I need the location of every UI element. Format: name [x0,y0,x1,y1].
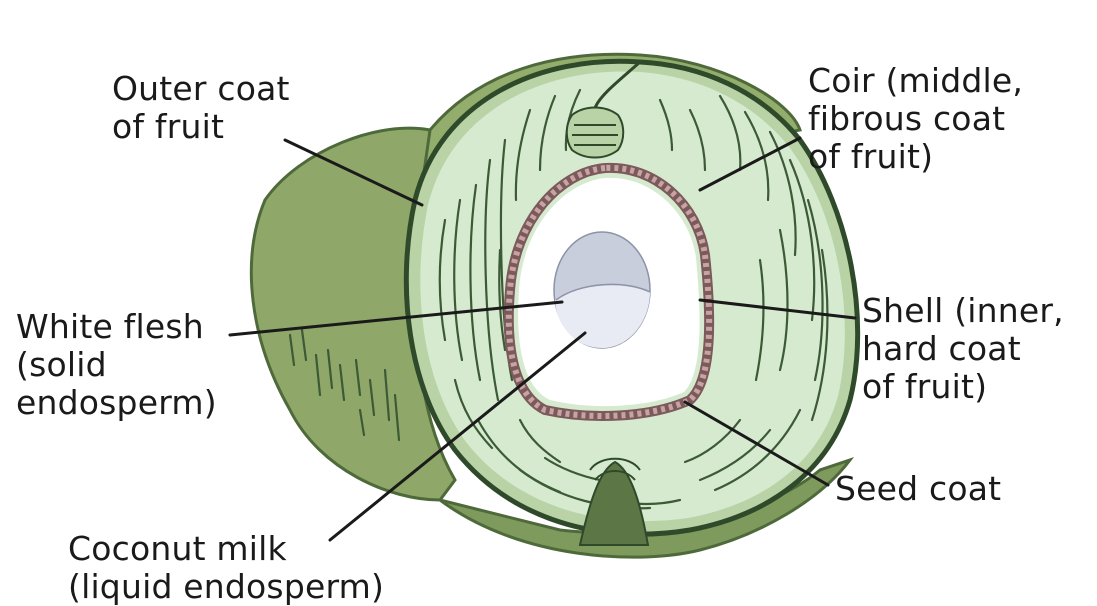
label-shell-line-1: Shell (inner, [862,292,1064,330]
label-white-flesh-line-1: White flesh [16,308,217,346]
label-outer-coat: Outer coat of fruit [112,70,290,146]
label-coir: Coir (middle, fibrous coat of fruit) [808,62,1023,176]
label-shell-line-2: hard coat [862,330,1064,368]
label-white-flesh: White flesh (solid endosperm) [16,308,217,422]
label-outer-coat-line-1: Outer coat [112,70,290,108]
label-coconut-milk-line-2: (liquid endosperm) [68,568,384,606]
label-seed-coat: Seed coat [835,470,1001,508]
label-seed-coat-line-1: Seed coat [835,470,1001,508]
label-shell-line-3: of fruit) [862,368,1064,406]
label-shell: Shell (inner, hard coat of fruit) [862,292,1064,406]
label-coir-line-3: of fruit) [808,138,1023,176]
label-outer-coat-line-2: of fruit [112,108,290,146]
label-coir-line-1: Coir (middle, [808,62,1023,100]
label-coconut-milk: Coconut milk (liquid endosperm) [68,530,384,606]
label-white-flesh-line-3: endosperm) [16,384,217,422]
label-white-flesh-line-2: (solid [16,346,217,384]
label-coconut-milk-line-1: Coconut milk [68,530,384,568]
label-coir-line-2: fibrous coat [808,100,1023,138]
apex-knot [567,108,624,158]
